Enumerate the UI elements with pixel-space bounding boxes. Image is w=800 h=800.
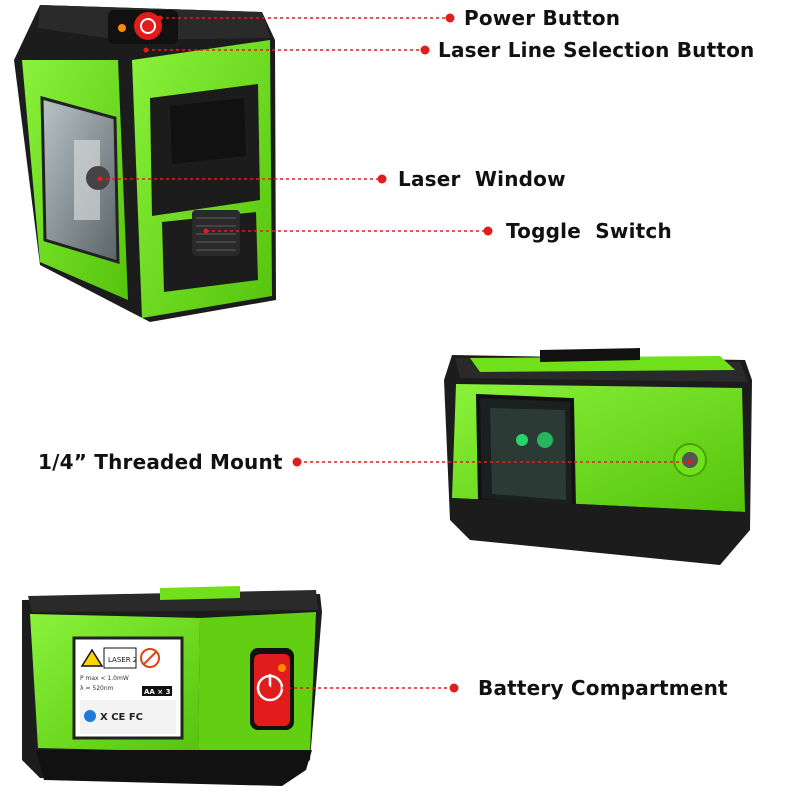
device-front-view [14, 5, 276, 322]
callout-dots [97, 13, 693, 693]
callout-laser-line-selection-button: Laser Line Selection Button [438, 38, 755, 62]
callout-battery-compartment: Battery Compartment [478, 676, 728, 700]
spec-line-1: P max < 1.0mW [80, 675, 129, 682]
battery-release-button[interactable] [254, 654, 290, 726]
callout-laser-window: Laser Window [398, 167, 566, 191]
battery-badge: AA × 3 [144, 688, 171, 696]
device-back-view [22, 586, 322, 786]
callout-threaded-mount: 1/4” Threaded Mount [38, 450, 283, 474]
callout-toggle-switch: Toggle Switch [506, 219, 672, 243]
callout-power-button: Power Button [464, 6, 621, 30]
spec-line-2: λ = 520nm [80, 685, 114, 692]
certification-marks: X CE FC [100, 712, 143, 723]
laser-class-label: LASER 2 [108, 656, 137, 664]
power-button[interactable] [134, 12, 162, 40]
device-side-view [444, 348, 752, 565]
callout-lines [100, 17, 689, 689]
